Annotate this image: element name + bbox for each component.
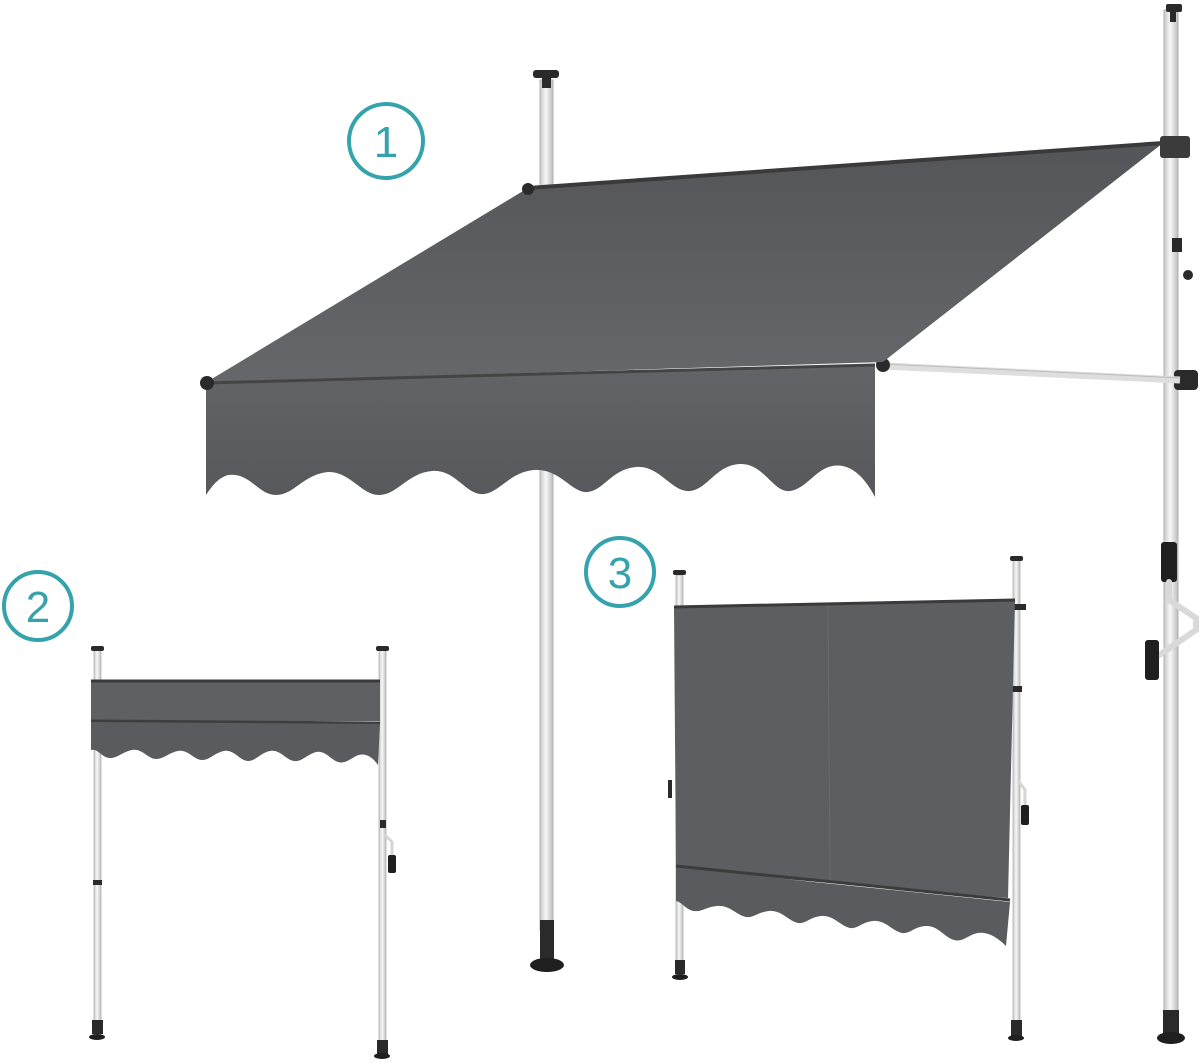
badge-1: 1 bbox=[347, 102, 425, 180]
pole-left-2 bbox=[89, 646, 105, 1040]
pole-right-back bbox=[1145, 4, 1199, 1044]
valance-scalloped bbox=[200, 363, 876, 497]
canopy-fabric bbox=[205, 141, 1165, 383]
retracted-fabric bbox=[90, 679, 381, 765]
support-arm bbox=[876, 358, 1181, 384]
badge-2-label: 2 bbox=[26, 583, 50, 632]
badge-3-label: 3 bbox=[608, 549, 632, 598]
pole-right-2 bbox=[374, 646, 396, 1059]
panel-extended-awning bbox=[200, 4, 1199, 1044]
pole-right-3 bbox=[1008, 556, 1029, 1041]
badge-1-label: 1 bbox=[374, 118, 398, 167]
panel-retracted-awning bbox=[89, 646, 396, 1059]
badge-3: 3 bbox=[584, 536, 656, 608]
panel-vertical-screen bbox=[668, 556, 1029, 1041]
badge-2: 2 bbox=[2, 570, 74, 642]
vertical-fabric bbox=[673, 598, 1016, 946]
